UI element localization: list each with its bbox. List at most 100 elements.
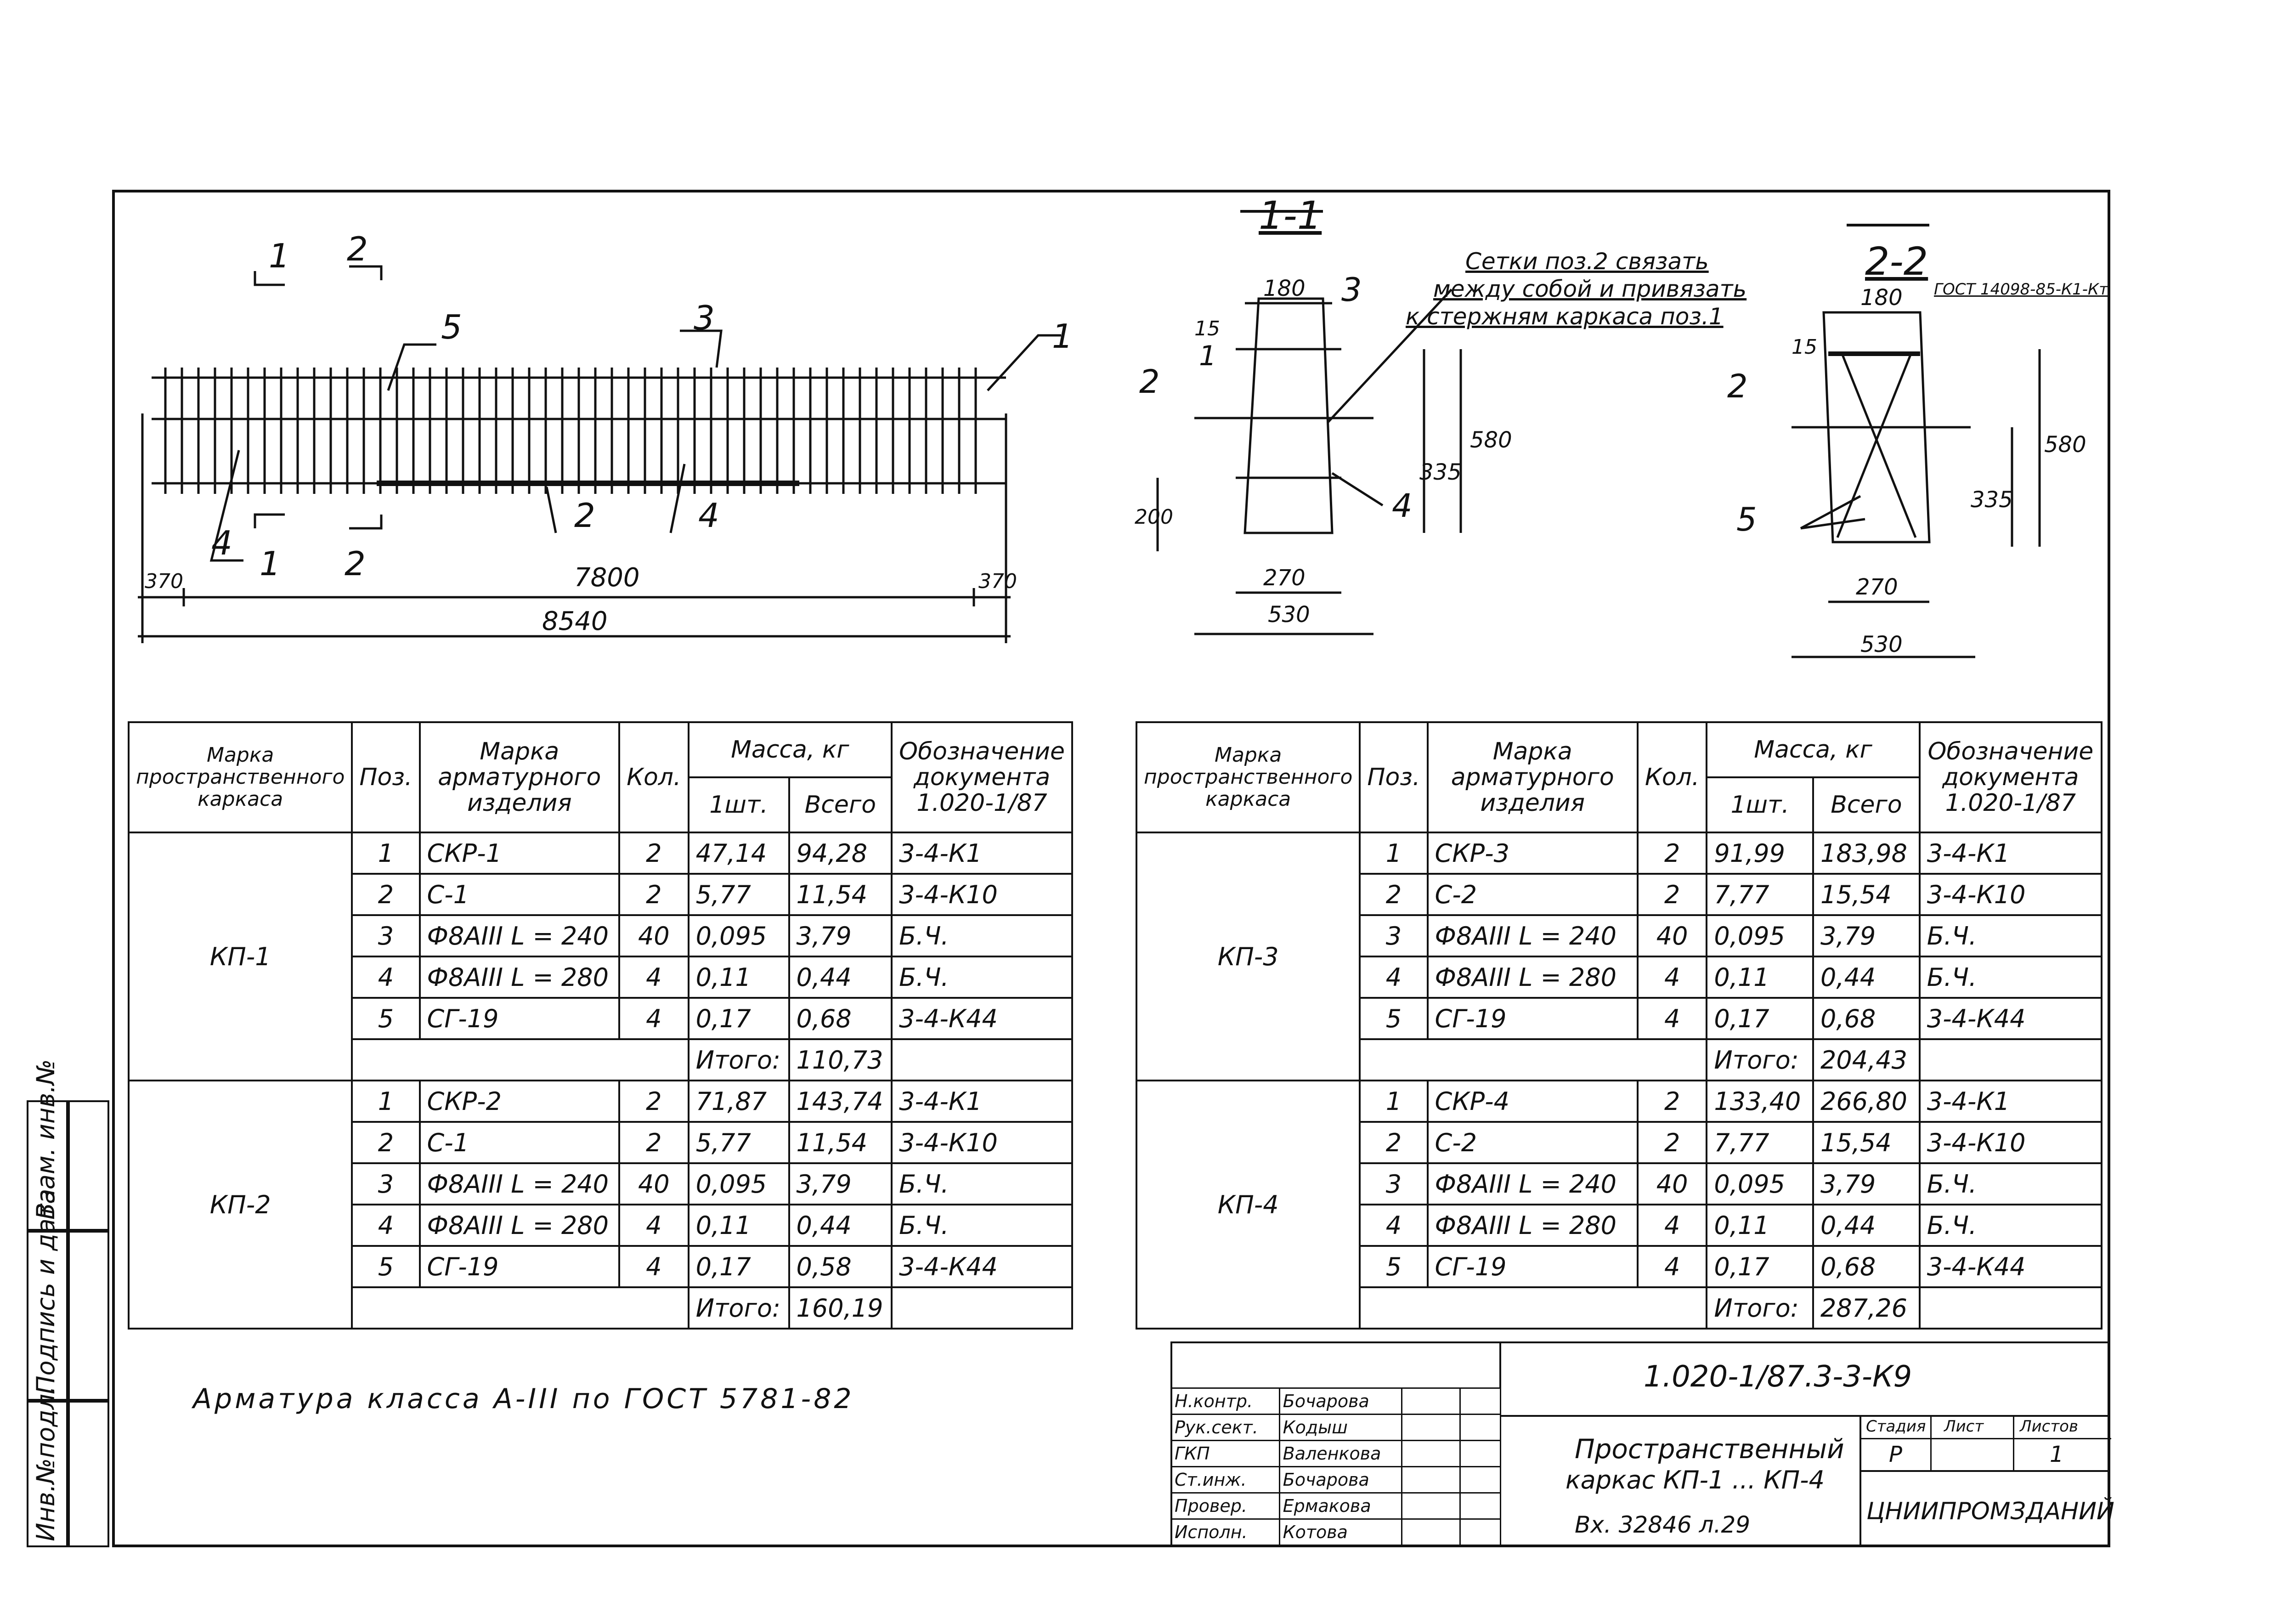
spec-cell-total: 0,44 [1812, 956, 1921, 999]
spec-cell-qty: 2 [1636, 1080, 1708, 1123]
organization-box [1859, 1470, 2109, 1545]
signature-empty [1401, 1387, 1461, 1415]
spec-table-right: Марка пространственного каркаса Поз. Мар… [1135, 721, 2103, 1330]
frame-mark-cell: КП-4 [1135, 1080, 1361, 1330]
signature-row: Ст.инж.Бочарова [1170, 1466, 1501, 1494]
spec-sum-label: Итого: [687, 1286, 790, 1330]
spec-table-left: Марка пространственного каркаса Поз. Мар… [127, 721, 1073, 1330]
spec-cell-qty: 40 [1636, 1162, 1708, 1205]
spec-cell-pos: 5 [1359, 997, 1429, 1040]
signature-empty [1459, 1440, 1501, 1467]
spec-cell-unit: 7,77 [1706, 873, 1814, 916]
section-1-1-dim-180: 180 [1263, 276, 1306, 301]
spec-cell-item: Ф8АIII L = 280 [418, 1204, 621, 1247]
signature-empty [1459, 1414, 1501, 1441]
spec-cell-unit: 0,095 [687, 914, 790, 957]
spec-cell-item: С-2 [1426, 873, 1639, 916]
spec-cell-qty: 2 [618, 1121, 690, 1164]
spec-cell-total: 0,44 [1812, 1204, 1921, 1247]
spec-cell-total: 0,68 [1812, 1245, 1921, 1288]
header-item-mark: Марка арматурного изделия [1426, 721, 1639, 833]
spec-header-row-2: 1шт. Всего [1136, 776, 2102, 833]
signature-role: Исполн. [1170, 1518, 1280, 1546]
signature-name: Бочарова [1278, 1466, 1402, 1494]
spec-cell-unit: 0,17 [1706, 997, 1814, 1040]
stage-divider-2 [2013, 1415, 2014, 1470]
spec-sum-value: 287,26 [1812, 1286, 1921, 1330]
side-inv-label: Инв.№подл. [31, 1386, 60, 1541]
spec-cell-total: 0,68 [1812, 997, 1921, 1040]
section-mark-1-top: 1 [269, 237, 290, 275]
stage-label: Стадия [1866, 1417, 1926, 1436]
spec-sum-empty-doc [1918, 1286, 2103, 1330]
drawing-title-2: каркас КП-1 ... КП-4 [1566, 1466, 1825, 1494]
side-stamp-line-2 [27, 1399, 109, 1403]
spec-cell-qty: 40 [618, 914, 690, 957]
spec-sum-empty [1359, 1286, 1708, 1330]
spec-header-row: Марка пространственного каркаса Поз. Мар… [1135, 721, 2103, 833]
spec-cell-pos: 1 [351, 832, 421, 875]
spec-cell-pos: 2 [351, 1121, 421, 1164]
spec-cell-qty: 4 [1636, 1245, 1708, 1288]
spec-cell-unit: 5,77 [687, 1121, 790, 1164]
section-1-1-dim-200: 200 [1135, 505, 1173, 529]
section-1-1-pos-1: 1 [1199, 340, 1217, 372]
header-frame-mark: Марка пространственного каркаса [1135, 721, 1361, 833]
spec-cell-total: 143,74 [788, 1080, 893, 1123]
spec-cell-unit: 0,095 [687, 1162, 790, 1205]
spec-cell-pos: 2 [1359, 873, 1429, 916]
spec-cell-item: С-1 [418, 1121, 621, 1164]
signature-name: Котова [1278, 1518, 1402, 1546]
section-1-1-dim-335: 335 [1419, 459, 1462, 485]
spec-cell-pos: 4 [1359, 1204, 1429, 1247]
spec-cell-doc: Б.Ч. [1918, 1204, 2103, 1247]
spec-cell-doc: Б.Ч. [1918, 914, 2103, 957]
plan-transverse-bars [164, 368, 977, 494]
signature-empty [1401, 1518, 1461, 1546]
sheets-label: Листов [2020, 1417, 2079, 1436]
plan-pos-5: 5 [441, 308, 462, 346]
spec-cell-total: 94,28 [788, 832, 893, 875]
spec-cell-doc: 3-4-К10 [1918, 873, 2103, 916]
spec-cell-qty: 2 [1636, 873, 1708, 916]
spec-cell-qty: 4 [618, 956, 690, 999]
spec-cell-item: С-2 [1426, 1121, 1639, 1164]
spec-cell-pos: 3 [351, 914, 421, 957]
header-doc: Обозначение документа 1.020-1/87 [1918, 721, 2103, 833]
spec-cell-pos: 5 [351, 1245, 421, 1288]
spec-sum-empty-doc [891, 1038, 1073, 1081]
frame-mark-cell: КП-3 [1135, 832, 1361, 1081]
reinforcement-note: Арматура класса А-III по ГОСТ 5781-82 [193, 1383, 854, 1415]
section-2-2-dim-270: 270 [1856, 574, 1898, 600]
spec-cell-item: Ф8АIII L = 280 [1426, 1204, 1639, 1247]
spec-sum-label: Итого: [1706, 1286, 1814, 1330]
spec-cell-item: СГ-19 [1426, 1245, 1639, 1288]
side-stamp-line-1 [27, 1229, 109, 1233]
registry-number: Вх. 32846 л.29 [1575, 1511, 1751, 1538]
header-total: Всего [788, 776, 893, 833]
section-1-1-dim-15: 15 [1194, 317, 1220, 340]
signature-row: Н.контр.Бочарова [1170, 1387, 1501, 1415]
signature-role: Н.контр. [1170, 1387, 1280, 1415]
spec-cell-pos: 3 [351, 1162, 421, 1205]
side-stamp-cell-2 [68, 1100, 109, 1547]
spec-cell-doc: 3-4-К10 [891, 1121, 1073, 1164]
spec-sum-label: Итого: [687, 1038, 790, 1081]
spec-cell-doc: 3-4-К10 [891, 873, 1073, 916]
signature-role: Ст.инж. [1170, 1466, 1280, 1494]
section-2-2-dim-580: 580 [2044, 432, 2086, 458]
section-1-1-note-1: Сетки поз.2 связать [1465, 248, 1709, 275]
spec-cell-doc: 3-4-К44 [891, 1245, 1073, 1288]
spec-cell-pos: 1 [1359, 1080, 1429, 1123]
